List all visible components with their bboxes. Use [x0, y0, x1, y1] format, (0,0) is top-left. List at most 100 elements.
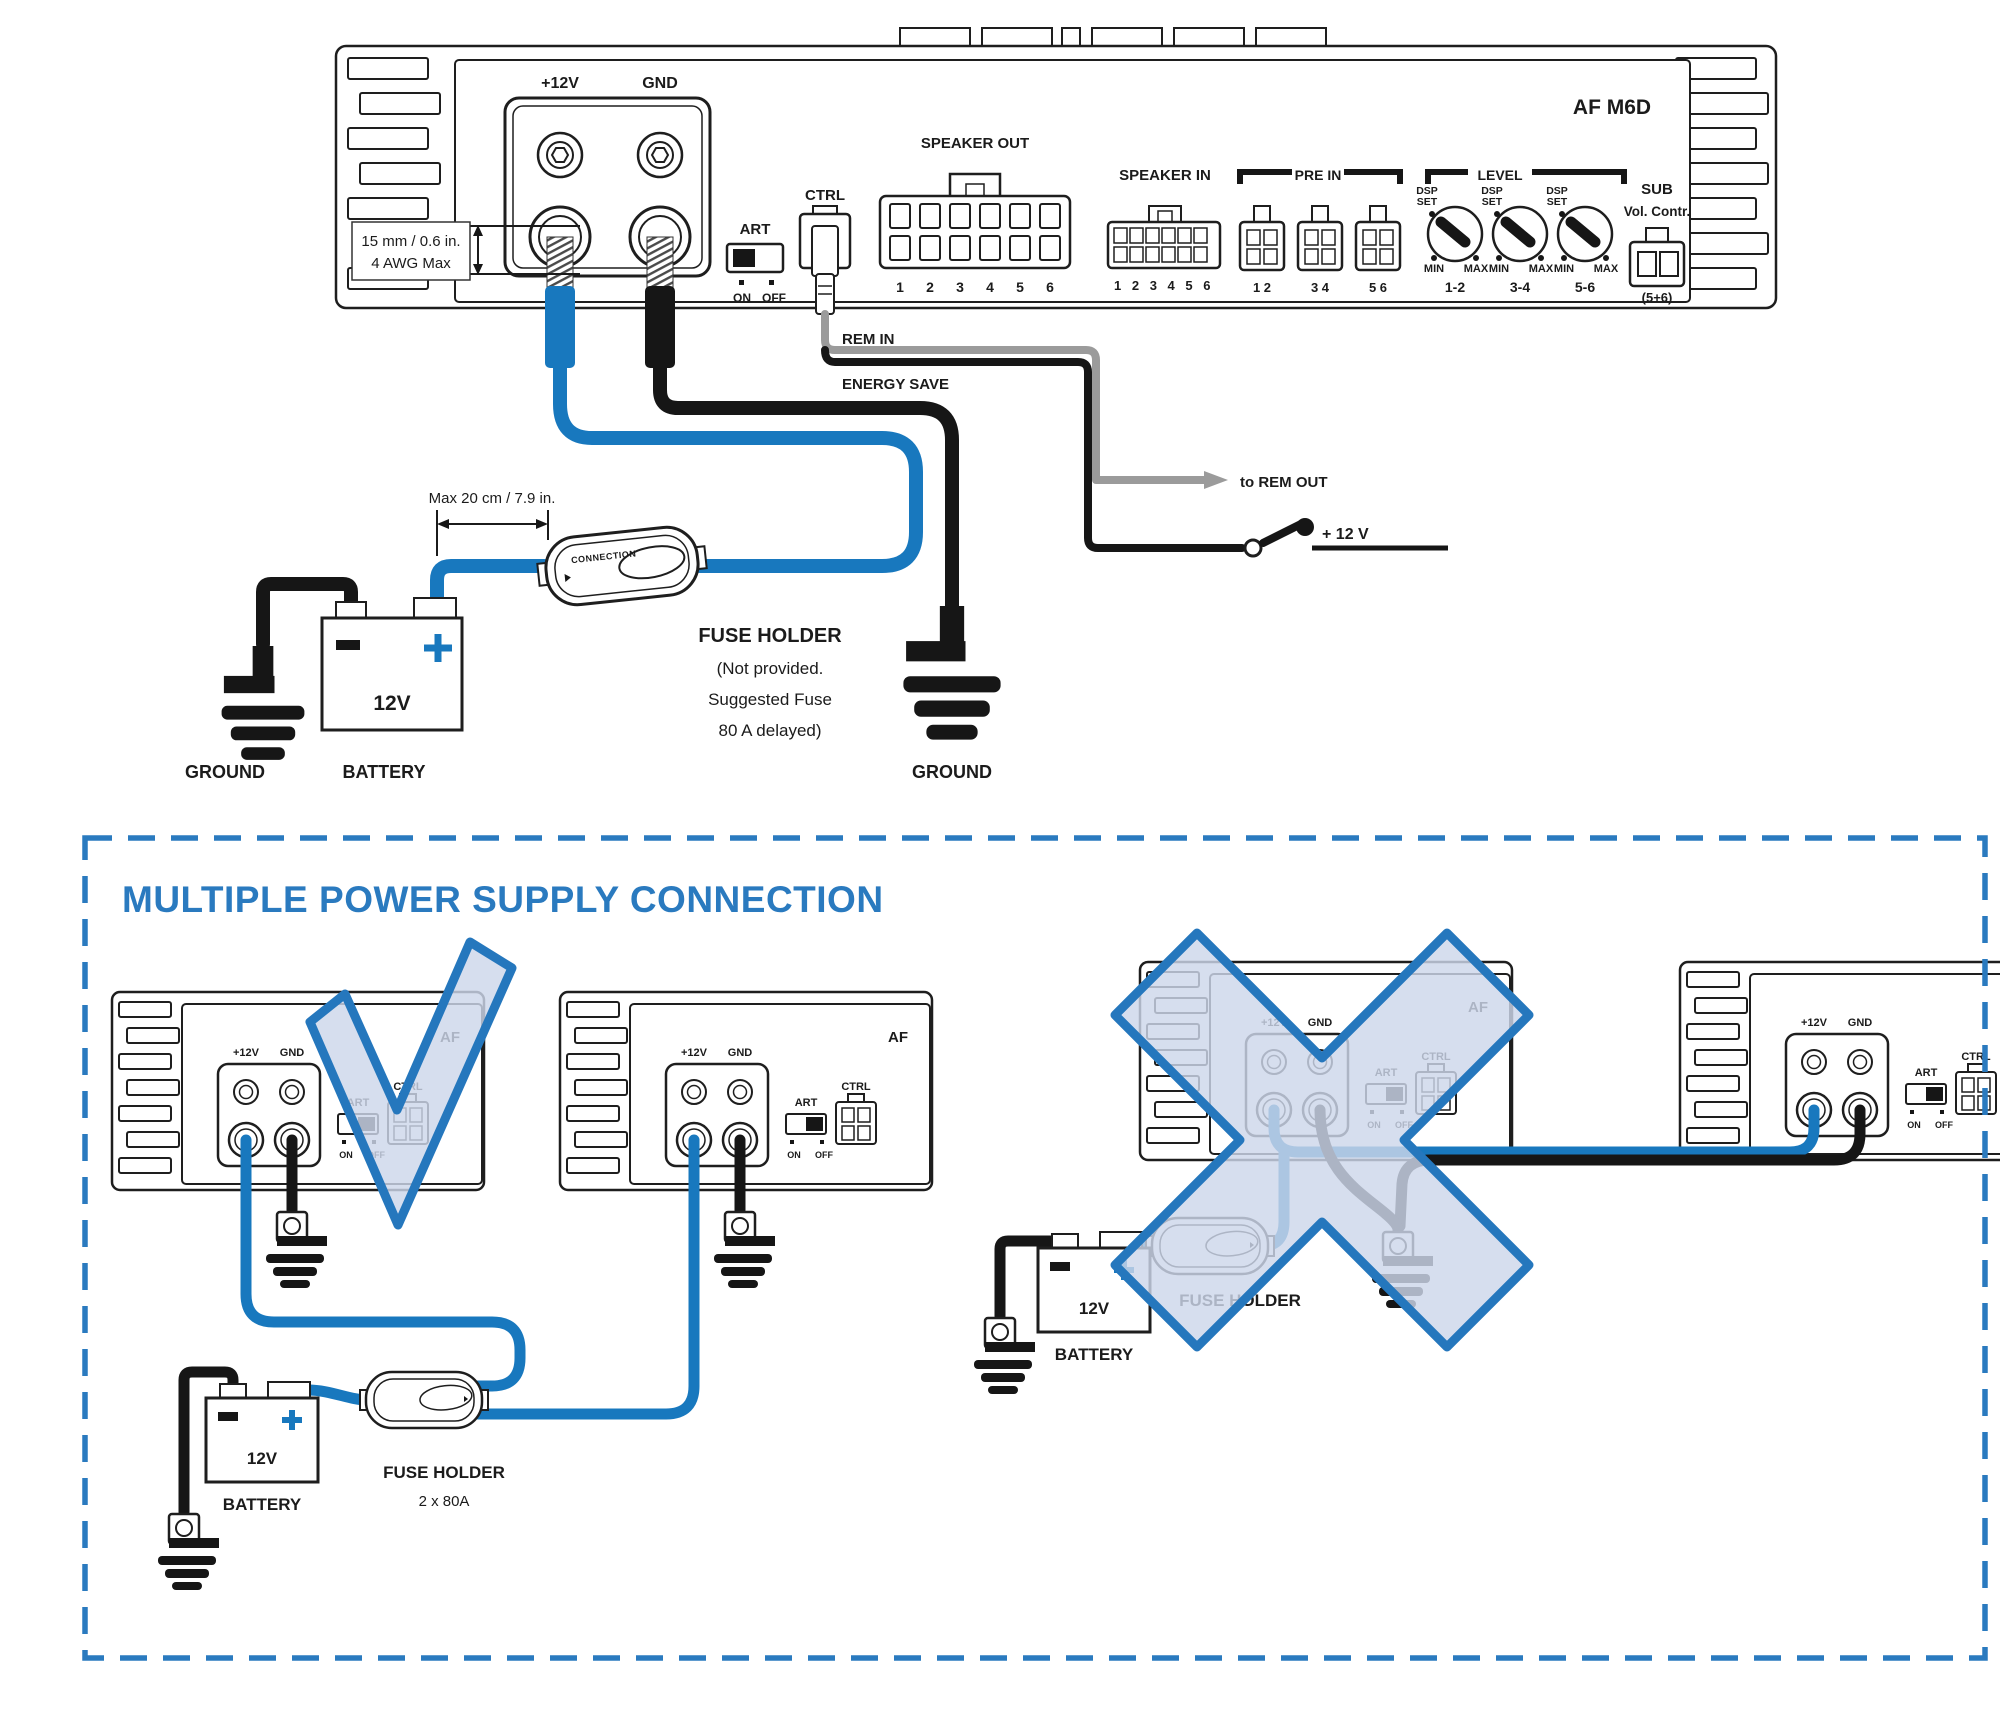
arrow-to-rem-out-icon [1204, 471, 1228, 489]
ground-lug-amp-left-1 [264, 1210, 329, 1290]
svg-text:SET: SET [1482, 196, 1503, 208]
level-knob-1-2: DSP SET MIN MAX 1-2 [1416, 185, 1489, 295]
fuse-holder-left [358, 1370, 490, 1430]
svg-text:(Not provided.: (Not provided. [717, 659, 824, 678]
svg-text:SUB: SUB [1641, 181, 1673, 198]
plus12v-label: +12V [541, 75, 579, 92]
pre-in-section: PRE IN 1 2 3 4 5 6 [1237, 167, 1403, 295]
ground-right-label: GROUND [912, 762, 992, 782]
svg-text:SET: SET [1417, 196, 1438, 208]
svg-text:Max 20 cm / 7.9 in.: Max 20 cm / 7.9 in. [429, 490, 556, 507]
wire-battery-neg [256, 577, 358, 651]
art-switch: ART ON OFF [725, 221, 786, 305]
svg-text:MAX: MAX [1464, 263, 1489, 275]
svg-text:15 mm / 0.6 in.: 15 mm / 0.6 in. [361, 233, 460, 250]
svg-text:MAX: MAX [1594, 263, 1619, 275]
fuse-holder-label: FUSE HOLDER [698, 625, 842, 647]
ground-symbol-left [221, 646, 305, 760]
svg-text:Suggested Fuse: Suggested Fuse [708, 690, 832, 709]
svg-text:CTRL: CTRL [805, 187, 845, 204]
svg-text:3-4: 3-4 [1510, 279, 1530, 295]
power-wiring [256, 361, 959, 651]
amplifier-rear-panel: AF M6D +12V GND 15 mm / 0.6 in. 4 AWG Ma… [334, 27, 1778, 368]
remote-wiring: REM IN ENERGY SAVE to REM OUT + 12 V [821, 310, 1448, 558]
level-knob-3-4: DSP SET MIN MAX 3-4 [1481, 185, 1554, 295]
power-terminal-block: +12V GND [503, 75, 712, 368]
svg-text:OFF: OFF [762, 291, 786, 305]
amp-top-tabs [899, 27, 1327, 49]
wire-energy-save [821, 346, 1246, 552]
multi-power-section: FUSE HOLDER 2 x 80A FUSE HOLDER MULTIPLE… [82, 835, 2000, 1661]
svg-text:80 A delayed): 80 A delayed) [718, 721, 821, 740]
wire-blue-amp-left-1 [240, 1134, 526, 1392]
svg-text:Vol. Contr.: Vol. Contr. [1624, 204, 1691, 219]
svg-text:DSP: DSP [1546, 185, 1568, 197]
wire-blue-amp-left-2 [472, 1134, 700, 1420]
ground-lug-battery-left [156, 1512, 221, 1592]
svg-text:PRE IN: PRE IN [1295, 167, 1342, 183]
plus12v-switch-label: + 12 V [1322, 526, 1369, 543]
amp-left-2 [560, 992, 932, 1190]
level-section: LEVEL DSP SET MIN MAX 1-2 DSP SET MIN MA… [1416, 167, 1627, 295]
gnd-label: GND [642, 75, 678, 92]
svg-text:3 4: 3 4 [1311, 280, 1330, 295]
max-length-dimension: Max 20 cm / 7.9 in. [429, 490, 556, 556]
wire-ground-black [653, 361, 959, 613]
wire-black-battery-right [994, 1235, 1058, 1322]
svg-text:1 2 3 4 5 6: 1 2 3 4 5 6 [1114, 278, 1214, 293]
wire-black-battery-left [178, 1366, 239, 1518]
blue-wire-sleeve [545, 286, 575, 368]
svg-text:6: 6 [1046, 279, 1054, 295]
battery-label: BATTERY [343, 762, 426, 782]
svg-text:1: 1 [896, 279, 904, 295]
rem-in-label: REM IN [842, 331, 895, 348]
ctrl-connector: CTRL [798, 187, 852, 315]
screw-terminal-icon [536, 131, 584, 179]
energy-save-label: ENERGY SAVE [842, 376, 949, 393]
checkmark-correct-icon [305, 937, 517, 1230]
svg-text:(5+6): (5+6) [1642, 290, 1673, 305]
svg-text:1 2: 1 2 [1253, 280, 1271, 295]
fuse-rating-label: 2 x 80A [419, 1493, 470, 1510]
svg-text:4: 4 [986, 279, 994, 295]
ground-lug-amp-left-2 [712, 1210, 777, 1290]
svg-text:DSP: DSP [1416, 185, 1438, 197]
wire-power-blue [430, 361, 923, 605]
amp-model-label: AF M6D [1573, 96, 1651, 119]
svg-text:DSP: DSP [1481, 185, 1503, 197]
svg-text:ART: ART [740, 221, 771, 238]
svg-text:5-6: 5-6 [1575, 279, 1595, 295]
fuse-holder-left-label: FUSE HOLDER [383, 1463, 505, 1482]
svg-text:2: 2 [926, 279, 934, 295]
svg-text:5 6: 5 6 [1369, 280, 1387, 295]
svg-text:4 AWG Max: 4 AWG Max [371, 255, 451, 272]
svg-text:5: 5 [1016, 279, 1024, 295]
top-labels: GROUND BATTERY GROUND FUSE HOLDER (Not p… [185, 625, 992, 782]
section-dashed-border [82, 835, 1988, 1661]
battery-left [206, 1382, 318, 1514]
x-incorrect-icon [1110, 928, 1534, 1352]
svg-text:SET: SET [1547, 196, 1568, 208]
speaker-in-connector: SPEAKER IN 1 2 3 4 5 6 [1106, 167, 1222, 293]
ground-symbol-right [903, 606, 1001, 740]
screw-terminal-icon [636, 131, 684, 179]
level-knob-5-6: DSP SET MIN MAX 5-6 [1546, 185, 1619, 295]
speaker-out-connector: SPEAKER OUT 1 2 3 4 5 6 [878, 135, 1072, 295]
svg-text:SPEAKER IN: SPEAKER IN [1119, 167, 1211, 184]
svg-text:3: 3 [956, 279, 964, 295]
sub-vol-connector: SUB Vol. Contr. (5+6) [1624, 181, 1691, 305]
ground-left-label: GROUND [185, 762, 265, 782]
wire-rem-in [821, 310, 1208, 484]
svg-text:1-2: 1-2 [1445, 279, 1465, 295]
switch-12v-icon [1243, 518, 1448, 558]
ground-lug-battery-right [972, 1316, 1037, 1396]
svg-text:MIN: MIN [1489, 263, 1509, 275]
amp-right-2 [1680, 962, 2000, 1160]
svg-text:ON: ON [733, 291, 751, 305]
svg-text:SPEAKER OUT: SPEAKER OUT [921, 135, 1029, 152]
wire-gauge-note: 15 mm / 0.6 in. 4 AWG Max [351, 221, 580, 281]
section-title: MULTIPLE POWER SUPPLY CONNECTION [122, 879, 884, 920]
svg-text:MIN: MIN [1554, 263, 1574, 275]
svg-text:12V: 12V [373, 692, 410, 715]
